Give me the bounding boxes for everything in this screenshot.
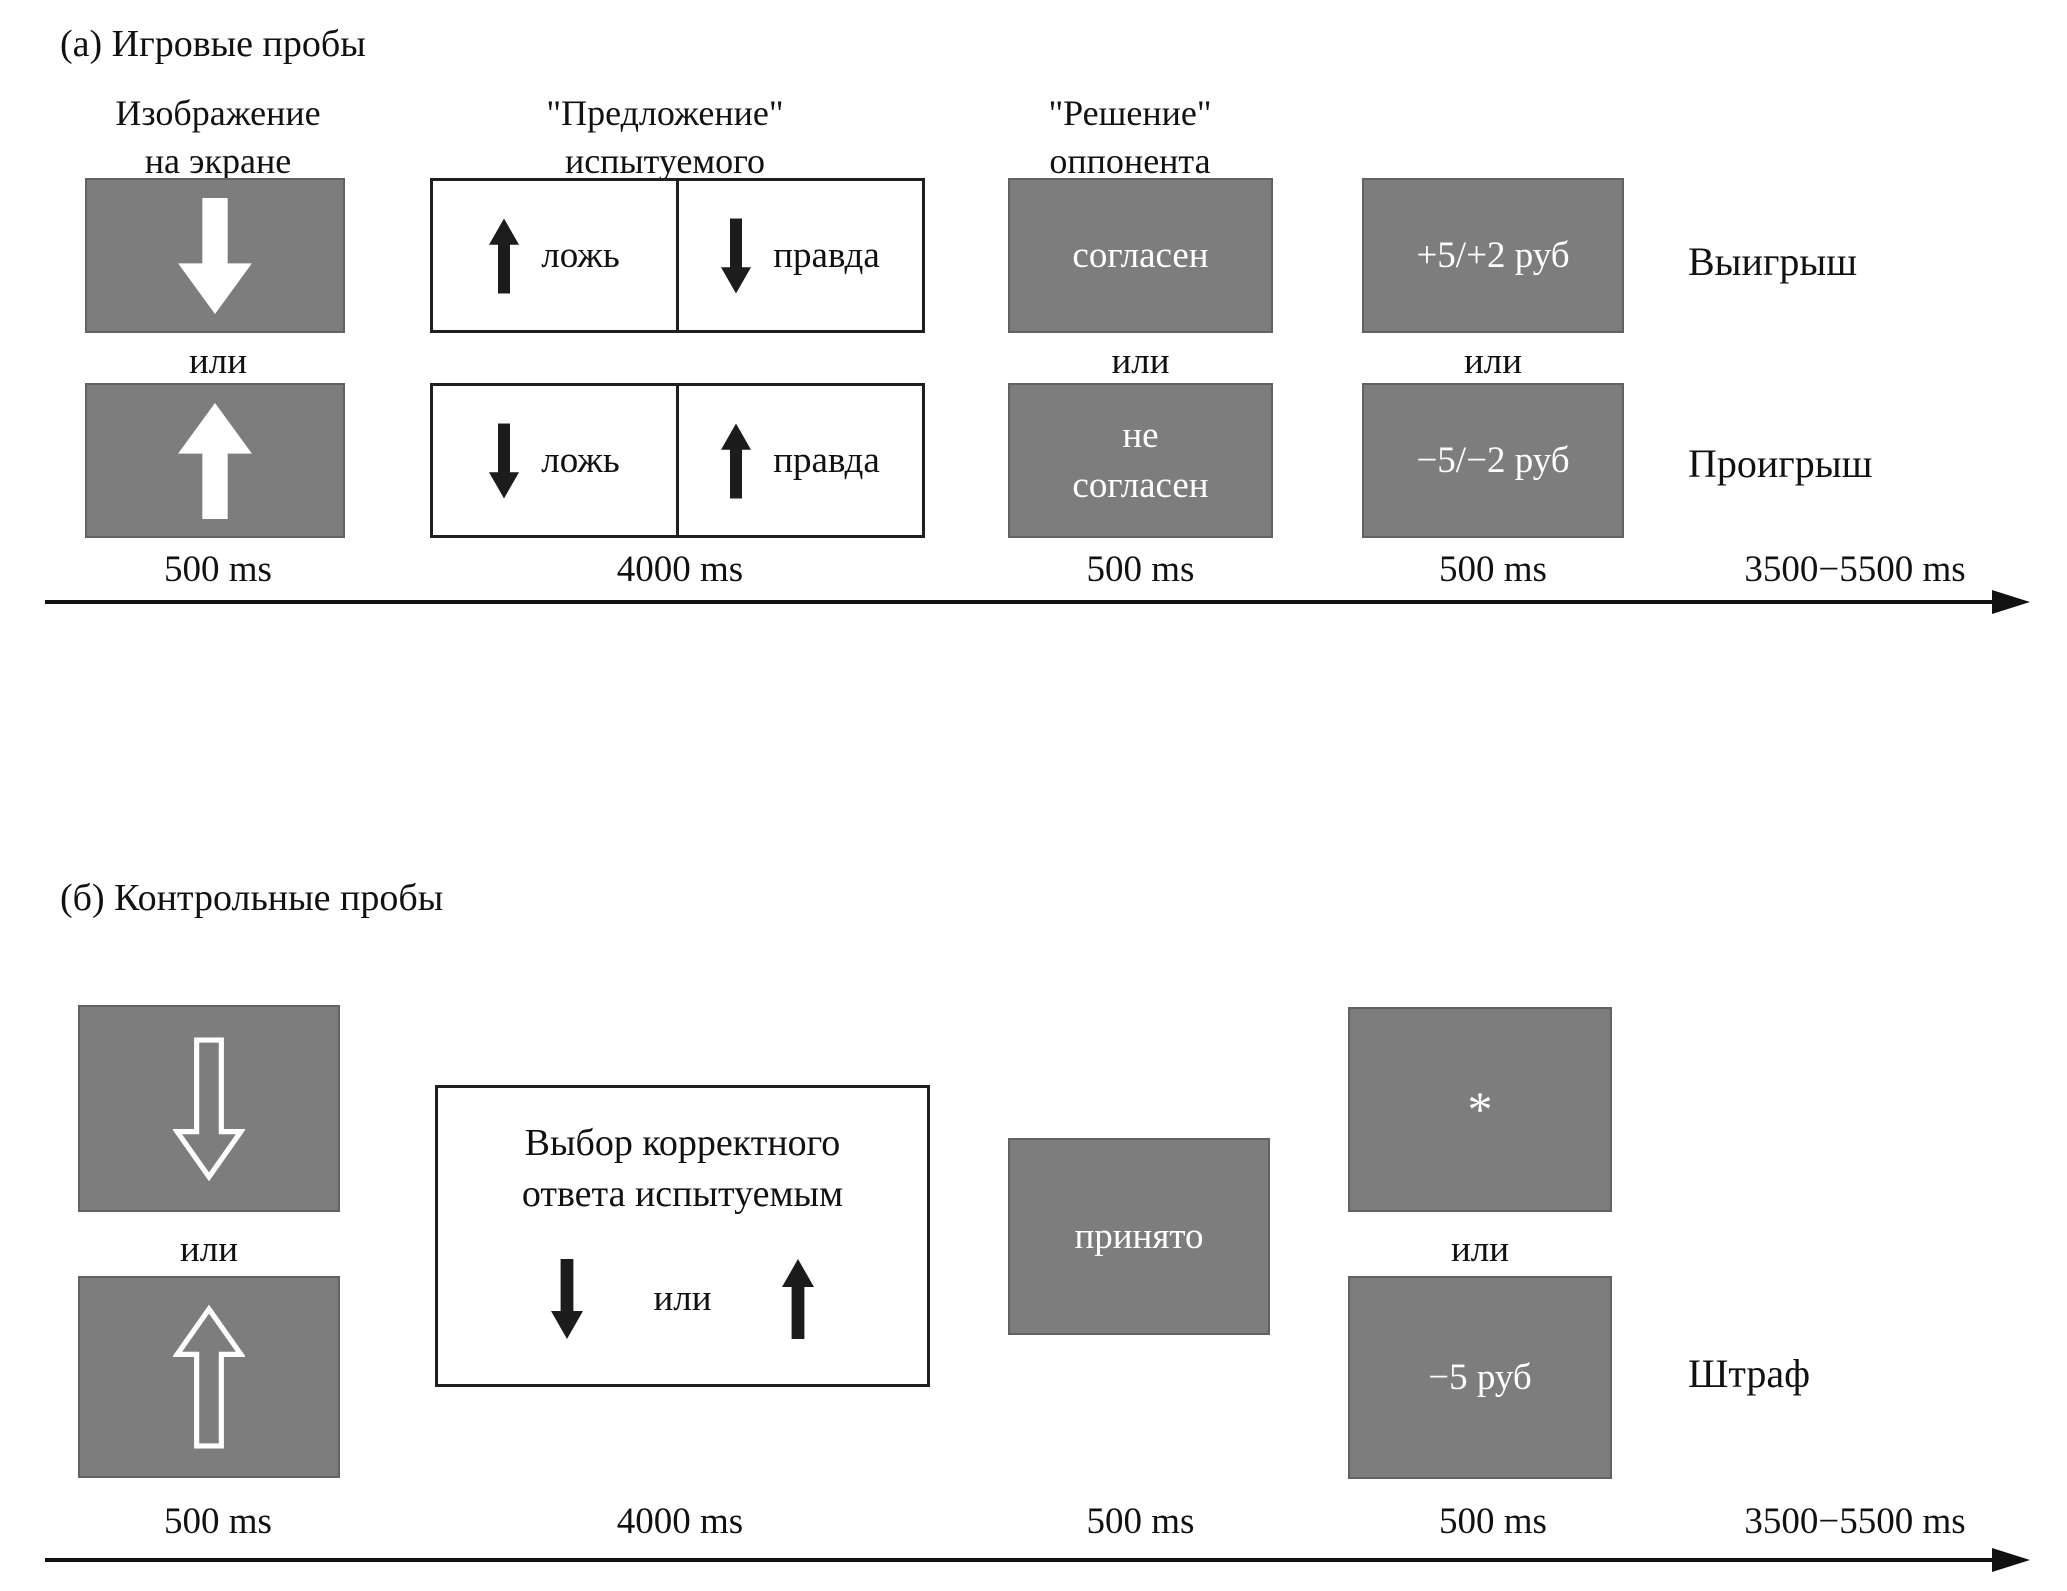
white-down-arrow-icon <box>178 197 252 314</box>
timing-accepted: 500 ms <box>1086 1501 1195 1542</box>
header-line: "Предложение" <box>546 93 784 133</box>
offer-box-row1: ложь правда <box>430 178 925 333</box>
header-screen-image: Изображение на экране <box>53 90 383 185</box>
feedback-loss-box: −5/−2 руб <box>1362 383 1624 538</box>
header-line: испытуемого <box>564 140 766 181</box>
choice-line: Выбор корректного <box>524 1122 841 1164</box>
asterisk-feedback-box: * <box>1348 1007 1612 1212</box>
timing-decision: 500 ms <box>1086 549 1195 590</box>
timing-stimulus: 500 ms <box>164 549 272 590</box>
lie-label: ложь <box>541 440 620 481</box>
header-line: оппонента <box>1049 140 1211 181</box>
white-up-arrow-icon <box>178 402 252 519</box>
black-down-arrow-icon <box>489 423 520 498</box>
outcome-win-label: Выигрыш <box>1688 239 1858 284</box>
control-stimulus-box-up <box>78 1276 340 1478</box>
choice-arrows-row: или <box>551 1251 814 1347</box>
timing-offer: 4000 ms <box>616 549 744 590</box>
decision-agree-box: согласен <box>1008 178 1273 333</box>
black-down-arrow-icon <box>551 1258 584 1339</box>
decision-line: не <box>1122 414 1159 456</box>
timing-choice: 4000 ms <box>616 1501 744 1542</box>
black-up-arrow-icon <box>489 218 520 293</box>
accepted-box: принято <box>1008 1138 1270 1335</box>
or-label-stimulus: или <box>188 341 248 382</box>
header-line: Изображение <box>115 93 321 133</box>
truth-label: правда <box>773 440 880 481</box>
timeline-arrow <box>45 590 2030 614</box>
control-stimulus-box-down <box>78 1005 340 1212</box>
outline-down-arrow-icon <box>173 1037 245 1181</box>
black-up-arrow-icon <box>781 1258 814 1339</box>
feedback-win-box: +5/+2 руб <box>1362 178 1624 333</box>
black-up-arrow-icon <box>721 423 752 498</box>
timing-feedback: 500 ms <box>1439 1501 1547 1542</box>
offer-truth-option: правда <box>679 386 922 535</box>
header-line: на экране <box>144 140 292 181</box>
outline-up-arrow-icon <box>173 1305 245 1449</box>
truth-label: правда <box>773 235 880 276</box>
panel-a-title: (а) Игровые пробы <box>60 23 366 65</box>
timing-stimulus: 500 ms <box>164 1501 272 1542</box>
or-label-feedback: или <box>1463 341 1523 382</box>
timing-iti: 3500−5500 ms <box>1744 1501 1966 1542</box>
correct-choice-text: Выбор корректного ответа испытуемым <box>522 1118 843 1221</box>
or-label-decision: или <box>1111 341 1170 382</box>
feedback-win-label: +5/+2 руб <box>1416 234 1570 276</box>
choice-line: ответа испытуемым <box>521 1173 844 1216</box>
correct-choice-box: Выбор корректного ответа испытуемым или <box>435 1085 930 1387</box>
stimulus-box-down <box>85 178 345 333</box>
timing-feedback: 500 ms <box>1439 549 1547 590</box>
outcome-loss-label: Проигрыш <box>1688 441 1873 486</box>
offer-truth-option: правда <box>679 181 922 330</box>
or-label-control-feedback: или <box>1450 1229 1510 1270</box>
decision-disagree-label: не согласен <box>1072 411 1208 511</box>
feedback-loss-label: −5/−2 руб <box>1416 439 1570 481</box>
black-down-arrow-icon <box>721 218 752 293</box>
decision-line: согласен <box>1072 464 1209 506</box>
timing-iti: 3500−5500 ms <box>1744 549 1966 590</box>
offer-divider <box>676 181 679 330</box>
lie-label: ложь <box>541 235 620 276</box>
or-label-choice: или <box>653 1278 712 1320</box>
stimulus-box-up <box>85 383 345 538</box>
decision-disagree-box: не согласен <box>1008 383 1273 538</box>
asterisk-label: * <box>1467 1080 1493 1137</box>
panel-b-title: (б) Контрольные пробы <box>60 877 444 919</box>
offer-lie-option: ложь <box>433 386 676 535</box>
header-opponent-decision: "Решение" оппонента <box>940 90 1320 185</box>
timeline-arrow <box>45 1548 2030 1572</box>
offer-divider <box>676 386 679 535</box>
penalty-box: −5 руб <box>1348 1276 1612 1479</box>
offer-box-row2: ложь правда <box>430 383 925 538</box>
header-subject-offer: "Предложение" испытуемого <box>455 90 875 185</box>
header-line: "Решение" <box>1048 93 1212 133</box>
penalty-amount-label: −5 руб <box>1428 1356 1532 1398</box>
accepted-label: принято <box>1074 1215 1204 1257</box>
or-label-control-stimulus: или <box>179 1229 239 1270</box>
offer-lie-option: ложь <box>433 181 676 330</box>
penalty-outcome-label: Штраф <box>1688 1351 1810 1396</box>
decision-agree-label: согласен <box>1072 234 1209 276</box>
